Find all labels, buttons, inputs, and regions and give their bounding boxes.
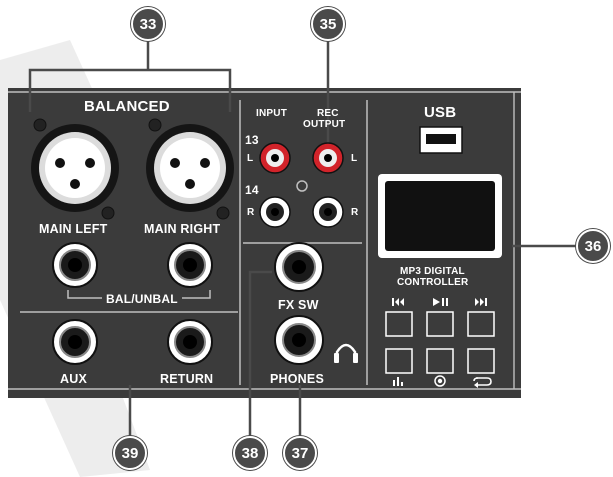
xlr-main-left [31,118,119,220]
callout-leaders [28,37,596,440]
rca-rec-output-left [312,142,344,174]
rec-left-marker: L [351,153,358,164]
rca-input-left [259,142,291,174]
rca-rec-output-right [312,196,344,228]
callout-33: 33 [131,7,165,41]
return-label: RETURN [160,372,214,386]
jack-fx-sw [274,242,324,292]
mp3-buttons [385,311,495,374]
callout-38: 38 [233,436,267,470]
skip-back-icon [392,298,404,306]
usb-label: USB [424,104,457,121]
jack-phones [274,315,324,365]
jack-return [167,319,213,365]
bal-unbal-label: BAL/UNBAL [102,292,182,306]
right-channel-marker: R [247,207,255,218]
xlr-main-right [146,118,234,220]
play-pause-icon [433,298,448,306]
main-right-label: MAIN RIGHT [144,222,221,236]
rca-input-right [259,196,291,228]
fx-sw-label: FX SW [278,298,319,312]
repeat-icon [473,377,492,388]
main-left-label: MAIN LEFT [39,222,108,236]
input-label: INPUT [256,108,287,119]
rec-label: REC [317,108,339,119]
left-channel-marker: L [247,153,254,164]
callout-37: 37 [283,436,317,470]
mp3-display-screen [385,181,495,251]
skip-forward-icon [475,298,487,306]
aux-label: AUX [60,372,87,386]
phones-label: PHONES [270,372,324,386]
channel-13-label: 13 [245,133,259,147]
mp3-label-line1: MP3 DIGITAL [400,266,465,277]
output-label: OUTPUT [303,119,346,130]
headphones-icon [334,343,358,363]
callout-39: 39 [113,436,147,470]
equalizer-icon [393,377,403,386]
mp3-label-line2: CONTROLLER [397,277,469,288]
record-icon [434,375,446,387]
callout-36: 36 [576,229,610,263]
usb-port [419,126,463,154]
callout-35: 35 [311,7,345,41]
balanced-label: BALANCED [84,98,170,115]
jack-aux [52,319,98,365]
rec-right-marker: R [351,207,359,218]
channel-14-label: 14 [245,183,259,197]
jack-main-right [167,242,213,288]
jack-main-left [52,242,98,288]
rca-led-indicator [296,180,308,192]
